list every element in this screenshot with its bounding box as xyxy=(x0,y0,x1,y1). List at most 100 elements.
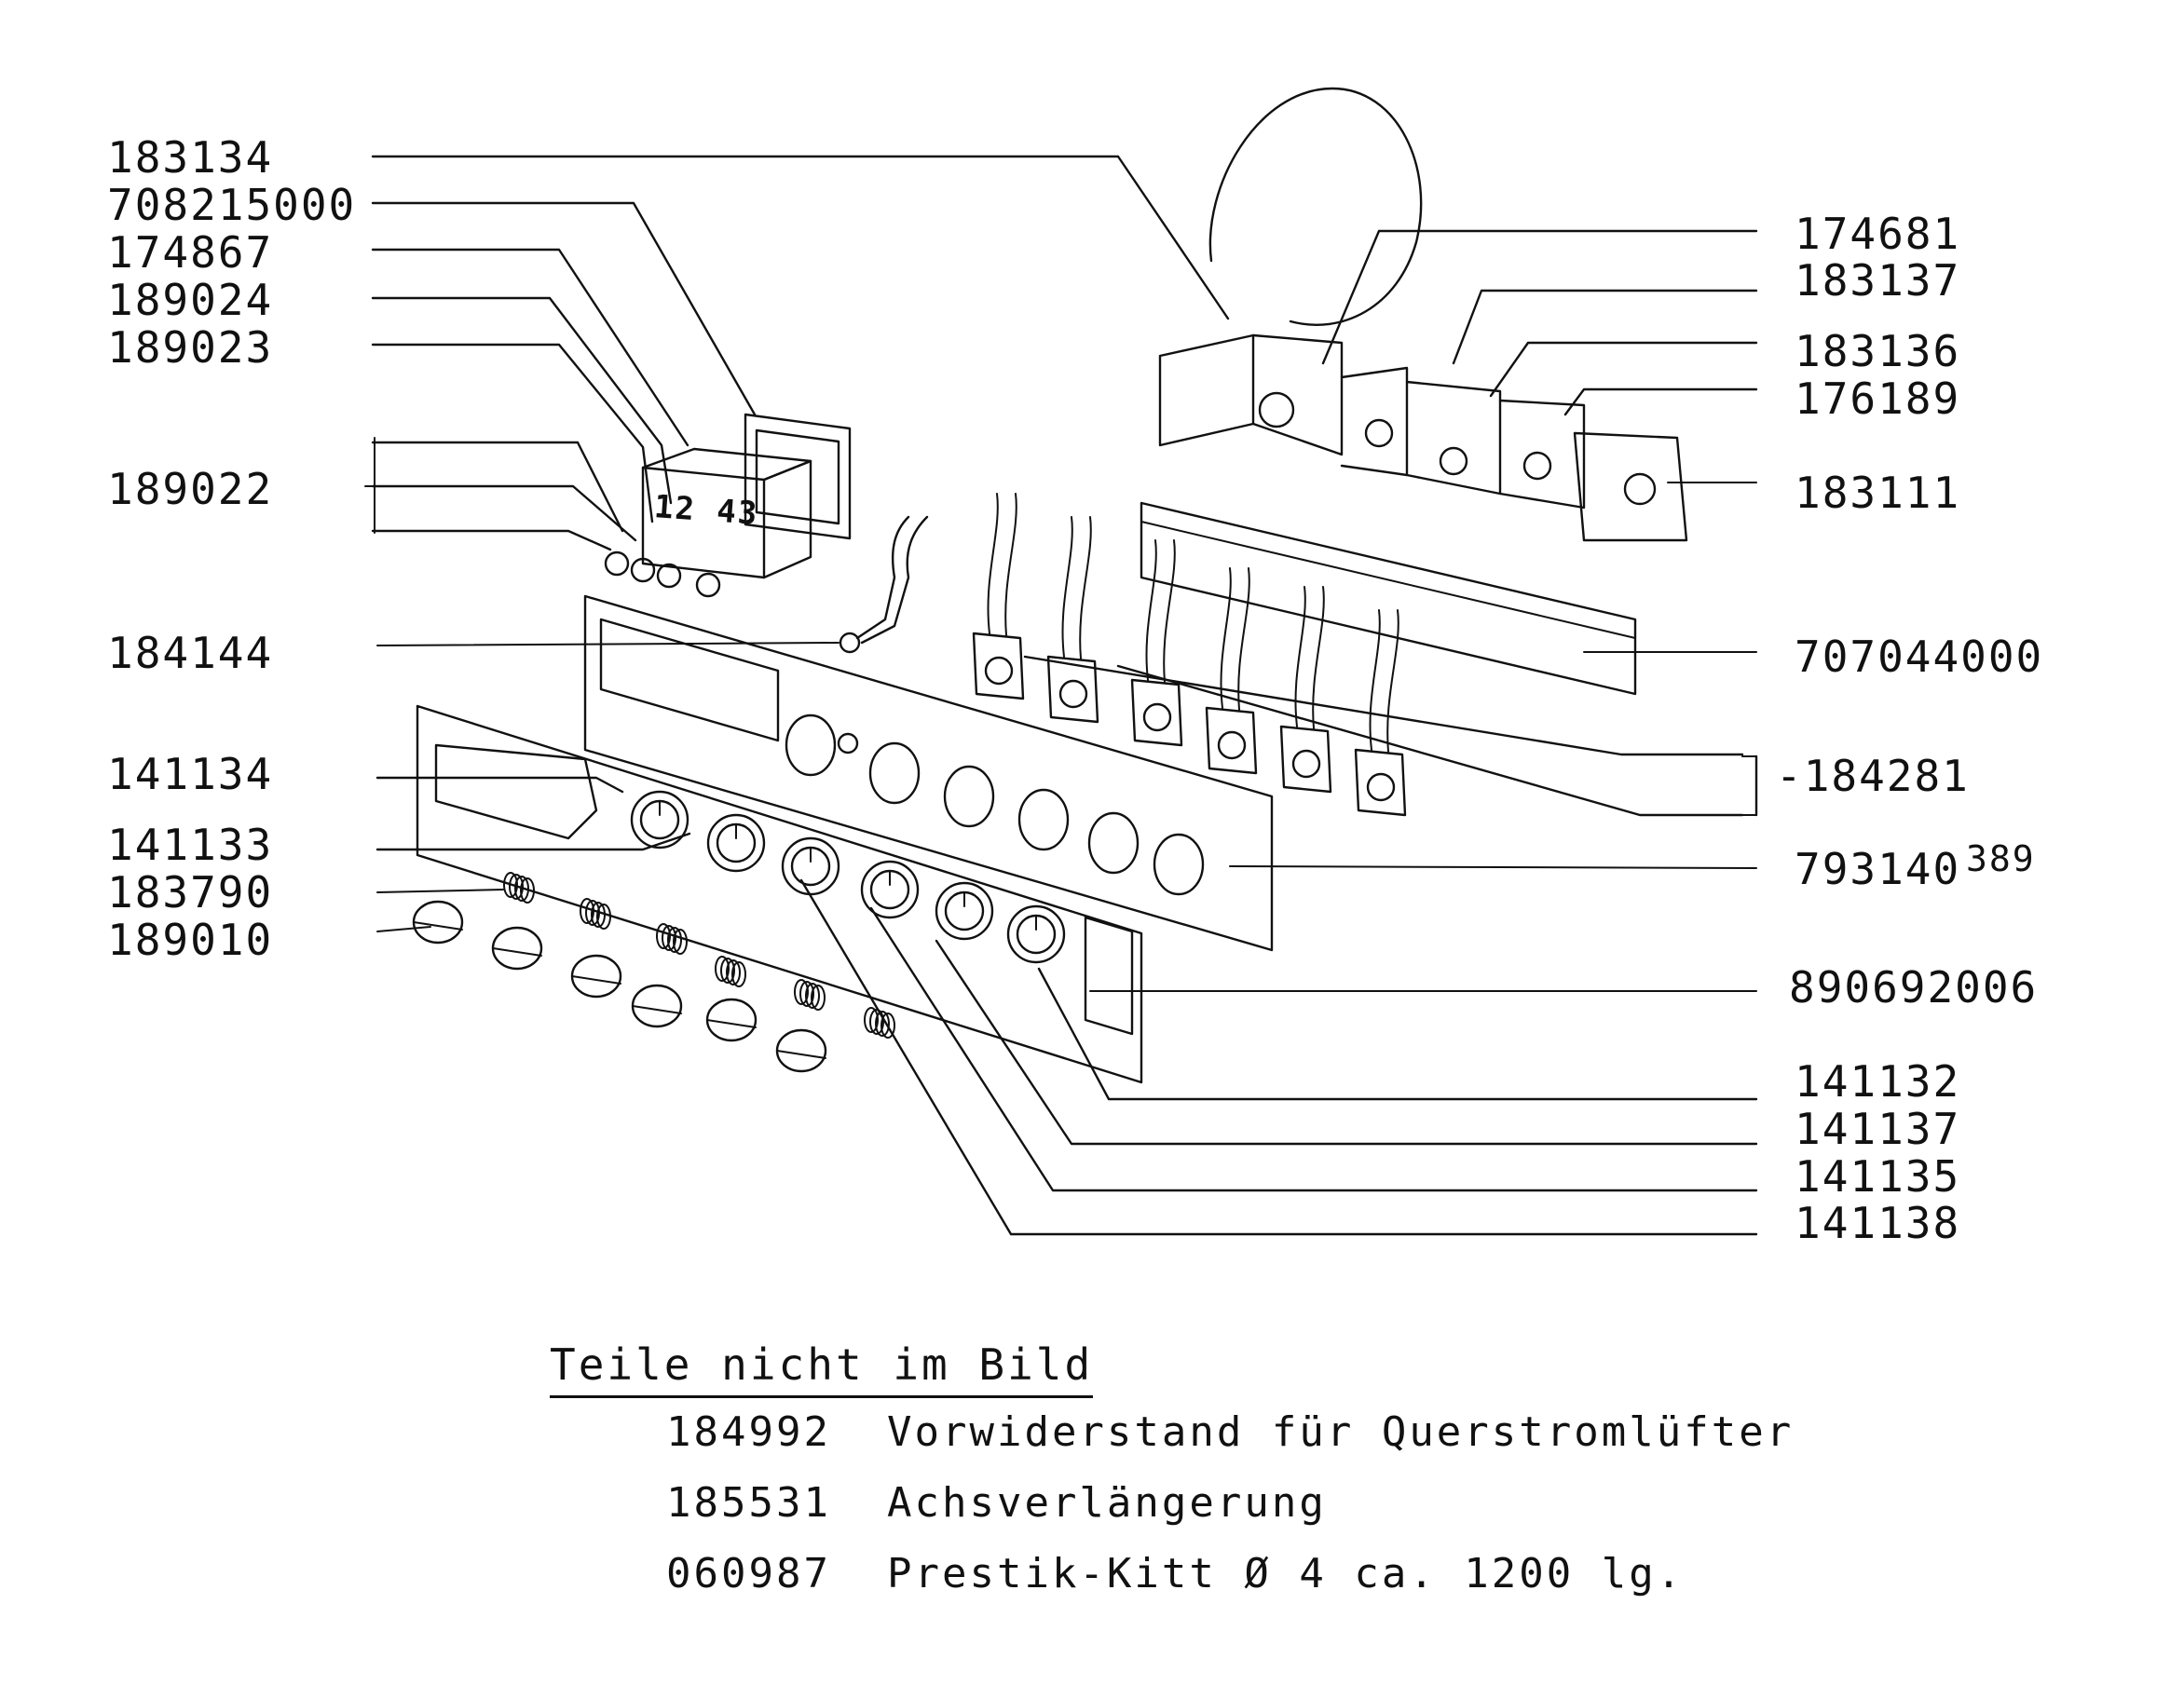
spring-3-0 xyxy=(715,956,730,982)
knob-line-0 xyxy=(413,921,463,931)
spring-2-3 xyxy=(673,929,688,955)
switch-shaft-2 xyxy=(1439,446,1468,476)
part-label-right-5: 707044000 xyxy=(1795,632,2044,682)
part-label-left-1: 708215000 xyxy=(107,180,357,230)
front-panel-outline xyxy=(416,704,1143,1084)
switch-block-3 xyxy=(1405,380,1502,496)
spring-2-2 xyxy=(667,927,682,953)
part-label-right-8: 890692006 xyxy=(1789,962,2039,1013)
leader-184144 xyxy=(376,642,839,646)
knob-2 xyxy=(570,954,622,999)
leader-183137 xyxy=(1452,289,1758,365)
switch-wire-a-4 xyxy=(1294,586,1306,727)
timer-button-2 xyxy=(656,563,682,589)
leader-141137 xyxy=(935,939,1758,1146)
leader-174681 xyxy=(1321,229,1758,365)
part-label-right-11: 141135 xyxy=(1795,1151,1961,1202)
dial-2 xyxy=(781,836,840,896)
switch-contact-1 xyxy=(1046,655,1099,724)
part-label-right-0: 174681 xyxy=(1795,209,1961,259)
plate-hole-3 xyxy=(1017,788,1070,851)
dial-3 xyxy=(860,860,920,919)
switch-block-1 xyxy=(1251,333,1344,456)
part-label-right-3: 176189 xyxy=(1795,374,1961,424)
switch-contact-5 xyxy=(1354,748,1407,817)
part-label-right-7: 793140 xyxy=(1795,844,1961,894)
spring-5-1 xyxy=(869,1009,884,1035)
leader-189022-c xyxy=(371,529,612,551)
timer-bezel xyxy=(744,413,852,540)
switch-wire-a-3 xyxy=(1220,567,1232,709)
plate-hole-4 xyxy=(1087,811,1140,875)
lamp-wire-b xyxy=(860,515,929,645)
dial-5 xyxy=(1006,904,1066,964)
spring-4-3 xyxy=(811,985,826,1011)
timer-button-3 xyxy=(695,572,721,598)
switch-contact-shaft-0 xyxy=(984,656,1014,686)
switch-shaft-3 xyxy=(1522,451,1552,481)
leader-141132 xyxy=(1037,967,1758,1101)
switch-wire-b-0 xyxy=(1004,493,1017,636)
spring-3-2 xyxy=(726,959,741,985)
knob-line-5 xyxy=(776,1050,826,1059)
knob-line-4 xyxy=(706,1019,757,1028)
spring-1-0 xyxy=(580,898,594,924)
knob-line-3 xyxy=(632,1005,682,1014)
part-label-left-0: 183134 xyxy=(107,132,274,183)
leader-189024 xyxy=(371,296,673,505)
leader-183790 xyxy=(376,889,504,893)
part-label-left-9: 183790 xyxy=(107,867,274,917)
knob-4 xyxy=(705,998,758,1042)
part-label-left-10: 189010 xyxy=(107,915,274,965)
dial-4 xyxy=(935,881,994,941)
switch-contact-shaft-2 xyxy=(1142,702,1172,732)
leader-183136 xyxy=(1489,341,1758,398)
note-code-2: 060987 xyxy=(666,1550,831,1597)
leader-184281-b xyxy=(1116,664,1744,817)
part-label-right-12: 141138 xyxy=(1795,1198,1961,1248)
leader-189022-a xyxy=(371,441,624,533)
switch-shaft-1 xyxy=(1364,418,1394,448)
spring-5-3 xyxy=(880,1013,895,1039)
switch-wire-b-3 xyxy=(1237,567,1250,711)
mounting-rail-edge xyxy=(1140,521,1636,639)
thermostat-block xyxy=(1158,333,1255,447)
plate-hole-0 xyxy=(785,714,837,777)
knob-0 xyxy=(412,900,464,945)
spring-2-1 xyxy=(662,925,676,951)
spring-1-1 xyxy=(585,900,600,926)
leader-141134 xyxy=(375,776,624,794)
part-label-left-4: 189023 xyxy=(107,322,274,373)
control-plate-window xyxy=(599,618,780,742)
switch-wire-b-5 xyxy=(1386,609,1399,753)
knob-3 xyxy=(631,984,683,1028)
switch-wire-a-1 xyxy=(1061,516,1073,658)
spring-4-2 xyxy=(805,983,820,1009)
mounting-rail xyxy=(1140,501,1637,696)
note-desc-2: Prestik-Kitt Ø 4 ca. 1200 lg. xyxy=(887,1550,1685,1597)
part-label-left-7: 141134 xyxy=(107,749,274,799)
note-desc-0: Vorwiderstand für Querstromlüfter xyxy=(887,1408,1795,1456)
spring-4-1 xyxy=(799,981,814,1007)
dial-1 xyxy=(706,813,766,873)
timer-bezel-inner xyxy=(755,428,840,525)
leader-141135 xyxy=(869,906,1758,1192)
switch-block-4 xyxy=(1498,399,1586,510)
leader-708215000 xyxy=(371,201,757,416)
switch-shaft-0 xyxy=(1258,391,1295,428)
parts-not-shown-title: Teile nicht im Bild xyxy=(550,1339,1094,1398)
part-label-right-2: 183136 xyxy=(1795,326,1961,376)
spring-5-0 xyxy=(864,1007,879,1033)
switch-contact-2 xyxy=(1130,678,1183,747)
switch-wire-b-4 xyxy=(1312,586,1325,729)
part-label-left-8: 141133 xyxy=(107,820,274,870)
spring-3-3 xyxy=(731,961,746,987)
leader-189022-b xyxy=(371,484,637,542)
switch-contact-4 xyxy=(1279,725,1332,794)
note-code-1: 185531 xyxy=(666,1479,831,1527)
spring-3-1 xyxy=(720,958,735,984)
part-label-left-2: 174867 xyxy=(107,227,274,278)
spring-4-0 xyxy=(794,979,809,1005)
front-panel-window xyxy=(434,743,598,840)
